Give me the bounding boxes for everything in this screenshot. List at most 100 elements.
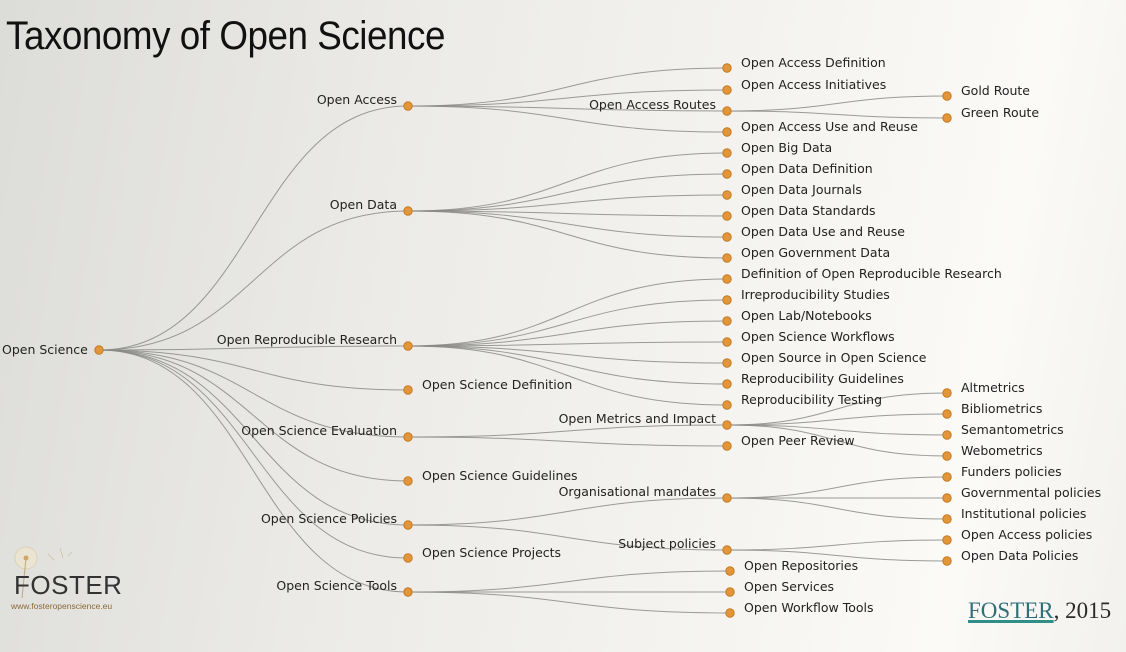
node-open-lab-notebooks[interactable]: Open Lab/Notebooks bbox=[722, 308, 872, 326]
node-dot[interactable] bbox=[942, 388, 952, 398]
node-open-reproducible-research[interactable]: Open Reproducible Research bbox=[217, 332, 413, 351]
node-webometrics[interactable]: Webometrics bbox=[942, 443, 1043, 461]
node-open-science-policies[interactable]: Open Science Policies bbox=[261, 511, 413, 530]
node-dot[interactable] bbox=[942, 514, 952, 524]
node-dot[interactable] bbox=[722, 358, 732, 368]
node-open-science-projects[interactable]: Open Science Projects bbox=[403, 545, 561, 563]
node-open-workflow-tools[interactable]: Open Workflow Tools bbox=[725, 600, 874, 618]
page-title: Taxonomy of Open Science bbox=[6, 14, 445, 58]
dandelion-logo-icon bbox=[14, 546, 73, 599]
node-dot[interactable] bbox=[722, 337, 732, 347]
node-subject-policies[interactable]: Subject policies bbox=[618, 536, 732, 555]
node-dot[interactable] bbox=[722, 441, 732, 451]
node-dot[interactable] bbox=[722, 253, 732, 263]
edge-open-data-to-open-big-data bbox=[407, 152, 728, 212]
node-open-science-tools[interactable]: Open Science Tools bbox=[276, 578, 413, 597]
node-dot[interactable] bbox=[722, 420, 732, 430]
node-open-science-guidelines[interactable]: Open Science Guidelines bbox=[403, 468, 578, 486]
node-dot[interactable] bbox=[942, 113, 952, 123]
node-open-data-policies[interactable]: Open Data Policies bbox=[942, 548, 1079, 566]
node-dot[interactable] bbox=[942, 409, 952, 419]
node-open-source-in-open-science[interactable]: Open Source in Open Science bbox=[722, 350, 927, 368]
node-open-access-initiatives[interactable]: Open Access Initiatives bbox=[722, 77, 886, 95]
node-open-access-routes[interactable]: Open Access Routes bbox=[589, 97, 732, 116]
node-gold-route[interactable]: Gold Route bbox=[942, 83, 1031, 101]
node-open-access-use-and-reuse[interactable]: Open Access Use and Reuse bbox=[722, 119, 918, 137]
node-open-big-data[interactable]: Open Big Data bbox=[722, 140, 832, 158]
node-open-metrics-and-impact[interactable]: Open Metrics and Impact bbox=[559, 411, 732, 430]
node-dot[interactable] bbox=[942, 535, 952, 545]
node-dot[interactable] bbox=[722, 148, 732, 158]
node-open-services[interactable]: Open Services bbox=[725, 579, 834, 597]
node-dot[interactable] bbox=[403, 553, 413, 563]
node-open-data-journals[interactable]: Open Data Journals bbox=[722, 182, 862, 200]
edge-open-data-to-open-data-standards bbox=[407, 210, 728, 217]
node-open-science-evaluation[interactable]: Open Science Evaluation bbox=[241, 423, 413, 442]
node-dot[interactable] bbox=[722, 274, 732, 284]
node-dot[interactable] bbox=[722, 106, 732, 116]
node-semantometrics[interactable]: Semantometrics bbox=[942, 422, 1064, 440]
node-dot[interactable] bbox=[942, 91, 952, 101]
node-dot[interactable] bbox=[722, 63, 732, 73]
node-open-repositories[interactable]: Open Repositories bbox=[725, 558, 858, 576]
node-irreproducibility-studies[interactable]: Irreproducibility Studies bbox=[722, 287, 890, 305]
node-dot[interactable] bbox=[725, 566, 735, 576]
node-dot[interactable] bbox=[403, 520, 413, 530]
node-dot[interactable] bbox=[94, 345, 104, 355]
node-dot[interactable] bbox=[942, 493, 952, 503]
node-open-data-definition[interactable]: Open Data Definition bbox=[722, 161, 873, 179]
node-open-access-definition[interactable]: Open Access Definition bbox=[722, 55, 886, 73]
node-open-science[interactable]: Open Science bbox=[2, 342, 104, 357]
node-open-peer-review[interactable]: Open Peer Review bbox=[722, 433, 855, 451]
node-open-government-data[interactable]: Open Government Data bbox=[722, 245, 890, 263]
node-altmetrics[interactable]: Altmetrics bbox=[942, 380, 1025, 398]
node-dot[interactable] bbox=[403, 476, 413, 486]
node-dot[interactable] bbox=[403, 432, 413, 442]
node-governmental-policies[interactable]: Governmental policies bbox=[942, 485, 1101, 503]
node-open-access-policies[interactable]: Open Access policies bbox=[942, 527, 1092, 545]
node-organisational-mandates[interactable]: Organisational mandates bbox=[559, 484, 732, 503]
node-dot[interactable] bbox=[722, 545, 732, 555]
node-open-data-standards[interactable]: Open Data Standards bbox=[722, 203, 876, 221]
node-green-route[interactable]: Green Route bbox=[942, 105, 1040, 123]
node-dot[interactable] bbox=[722, 190, 732, 200]
node-dot[interactable] bbox=[722, 211, 732, 221]
node-dot[interactable] bbox=[725, 587, 735, 597]
node-reproducibility-testing[interactable]: Reproducibility Testing bbox=[722, 392, 882, 410]
node-dot[interactable] bbox=[725, 608, 735, 618]
node-dot[interactable] bbox=[722, 232, 732, 242]
node-dot[interactable] bbox=[942, 451, 952, 461]
node-dot[interactable] bbox=[722, 127, 732, 137]
node-funders-policies[interactable]: Funders policies bbox=[942, 464, 1062, 482]
node-dot[interactable] bbox=[722, 169, 732, 179]
node-dot[interactable] bbox=[403, 587, 413, 597]
node-dot[interactable] bbox=[403, 206, 413, 216]
node-dot[interactable] bbox=[722, 85, 732, 95]
node-dot[interactable] bbox=[942, 556, 952, 566]
node-dot[interactable] bbox=[722, 400, 732, 410]
node-reproducibility-guidelines[interactable]: Reproducibility Guidelines bbox=[722, 371, 904, 389]
node-bibliometrics[interactable]: Bibliometrics bbox=[942, 401, 1043, 419]
credit-link[interactable]: FOSTER bbox=[968, 598, 1054, 623]
node-dot[interactable] bbox=[722, 493, 732, 503]
node-open-access[interactable]: Open Access bbox=[317, 92, 413, 111]
node-dot[interactable] bbox=[403, 341, 413, 351]
foster-logo-url[interactable]: www.fosteropenscience.eu bbox=[11, 601, 113, 611]
node-open-science-definition[interactable]: Open Science Definition bbox=[403, 377, 573, 395]
node-dot[interactable] bbox=[722, 316, 732, 326]
node-dot[interactable] bbox=[403, 101, 413, 111]
credit-year: , 2015 bbox=[1053, 598, 1112, 623]
node-dot[interactable] bbox=[722, 379, 732, 389]
node-dot[interactable] bbox=[942, 472, 952, 482]
node-definition-of-open-reproducible-research[interactable]: Definition of Open Reproducible Research bbox=[722, 266, 1002, 284]
node-open-data-use-and-reuse[interactable]: Open Data Use and Reuse bbox=[722, 224, 905, 242]
node-institutional-policies[interactable]: Institutional policies bbox=[942, 506, 1087, 524]
node-open-data[interactable]: Open Data bbox=[330, 197, 413, 216]
node-open-science-workflows[interactable]: Open Science Workflows bbox=[722, 329, 895, 347]
edge-open-access-routes-to-gold-route bbox=[726, 95, 948, 112]
node-dot[interactable] bbox=[722, 295, 732, 305]
node-dot[interactable] bbox=[403, 385, 413, 395]
node-dot[interactable] bbox=[942, 430, 952, 440]
node-label: Governmental policies bbox=[961, 485, 1101, 500]
